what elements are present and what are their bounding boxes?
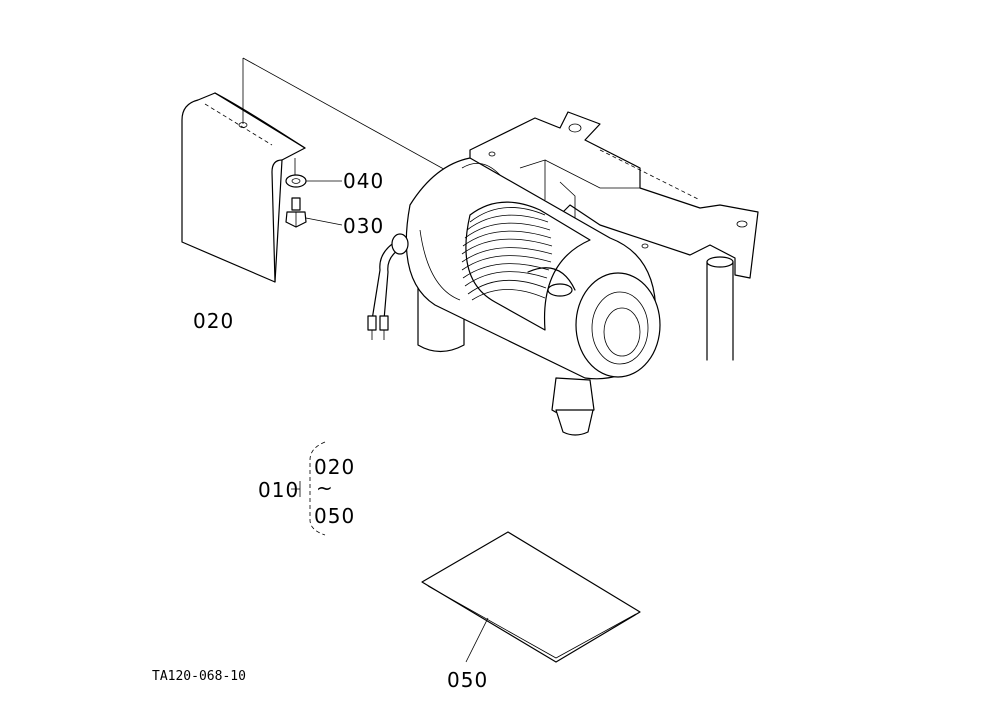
part-040-washer: [285, 174, 342, 188]
label-050: 050: [447, 668, 488, 692]
label-040: 040: [343, 169, 384, 193]
part-020-cover: [181, 92, 306, 283]
part-050-sheet: [421, 531, 641, 663]
part-030-bolt: [285, 197, 343, 228]
kit-bracket: [291, 441, 326, 536]
label-030: 030: [343, 214, 384, 238]
label-range-end: 050: [314, 504, 355, 528]
air-cleaner-assembly: [367, 111, 759, 436]
label-020: 020: [193, 309, 234, 333]
label-010: 010: [258, 478, 299, 502]
label-range-start: 020: [314, 455, 355, 479]
label-range-tilde: ~: [316, 476, 334, 500]
drawing-code: TA120-068-10: [152, 669, 246, 684]
